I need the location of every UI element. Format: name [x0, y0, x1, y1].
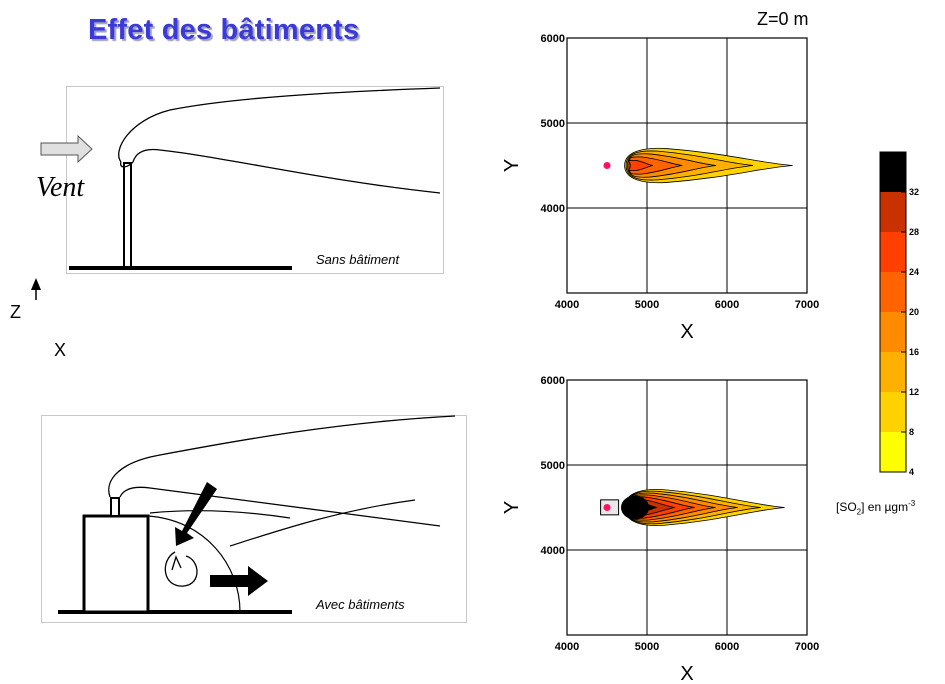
x-tick-label: 4000	[555, 299, 579, 311]
x-tick-label: 6000	[715, 641, 739, 653]
plume-lower-edge	[132, 148, 441, 194]
color-scale-tick-label: 8	[909, 427, 914, 437]
downstream-arrow-icon	[210, 566, 268, 596]
plume-lower-edge	[119, 486, 441, 527]
color-scale-tick-label: 16	[909, 347, 919, 357]
x-tick-label: 7000	[795, 299, 819, 311]
x-axis-label: X	[680, 663, 693, 684]
wake-arc	[147, 515, 241, 613]
plot-contours	[600, 489, 785, 526]
y-tick-label: 6000	[541, 33, 565, 45]
height-label: Z=0 m	[757, 9, 809, 29]
color-scale-tick-label: 12	[909, 387, 919, 397]
recirculation-loop-icon	[164, 551, 198, 587]
y-tick-label: 5000	[541, 118, 565, 130]
x-tick-label: 6000	[715, 299, 739, 311]
color-scale-tick-label: 32	[909, 187, 919, 197]
axis-x-label: X	[54, 340, 67, 360]
y-tick-label: 5000	[541, 460, 565, 472]
color-scale-swatch	[880, 272, 906, 312]
x-tick-label: 7000	[795, 641, 819, 653]
color-scale-swatch	[880, 392, 906, 432]
plot-contours	[603, 147, 793, 184]
color-scale-caption: [SO2] en µgm-3	[836, 499, 916, 517]
building	[82, 514, 150, 614]
color-scale-tick-label: 24	[909, 267, 919, 277]
chimney	[123, 162, 132, 268]
contour-peak	[621, 495, 649, 520]
color-scale-swatch	[880, 192, 906, 232]
color-scale: 32 28 24 20 16 12 8 4	[879, 151, 919, 477]
y-tick-label: 6000	[541, 375, 565, 387]
color-scale-tick-label: 4	[909, 467, 914, 477]
wind-arrow-icon	[40, 134, 93, 164]
x-tick-label: 4000	[555, 641, 579, 653]
wind-label: Vent	[36, 172, 85, 203]
source-marker	[603, 162, 611, 169]
y-axis-label: Y	[501, 159, 523, 172]
plume-upper-edge	[118, 87, 441, 163]
color-scale-swatch	[880, 232, 906, 272]
color-scale-swatch	[880, 312, 906, 352]
plume-upper-edge	[108, 415, 456, 498]
axis-z-label: Z	[10, 302, 21, 322]
color-scale-swatch	[880, 352, 906, 392]
downwash-arrow-icon	[175, 482, 217, 546]
color-scale-swatch	[880, 432, 906, 472]
y-tick-label: 4000	[541, 203, 565, 215]
with-building-caption: Avec bâtiments	[316, 597, 405, 612]
x-axis-label: X	[680, 321, 693, 343]
chimney	[110, 497, 120, 517]
x-tick-label: 5000	[635, 641, 659, 653]
contour-level-16	[628, 156, 683, 175]
no-building-schematic	[31, 87, 441, 300]
slide-title: Effet des bâtiments	[88, 14, 360, 46]
z-arrow-icon	[31, 278, 41, 290]
no-building-caption: Sans bâtiment	[316, 252, 400, 267]
x-tick-label: 5000	[635, 299, 659, 311]
source-marker	[603, 504, 611, 511]
y-axis-label: Y	[501, 501, 523, 514]
color-scale-tick-label: 20	[909, 307, 919, 317]
with-building-schematic	[58, 415, 456, 614]
contour-level-20	[628, 159, 653, 172]
color-scale-tick-label: 28	[909, 227, 919, 237]
color-scale-swatch	[880, 152, 906, 192]
y-tick-label: 4000	[541, 545, 565, 557]
